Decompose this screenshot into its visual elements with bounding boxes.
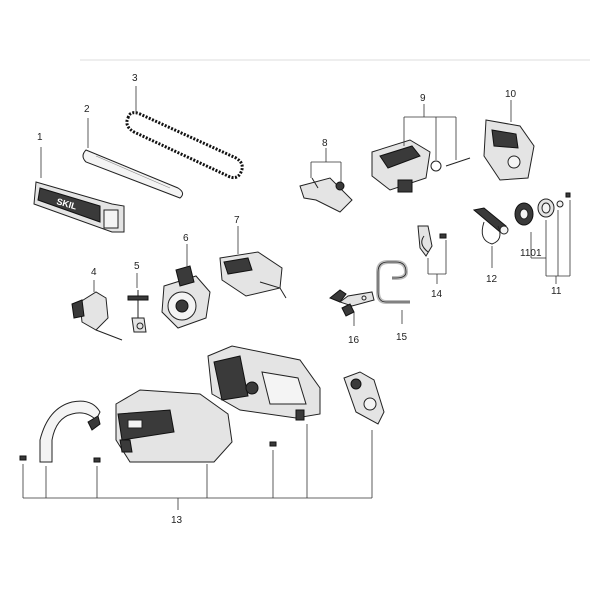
callout-11: 11	[551, 286, 562, 297]
part-2-guide-bar	[82, 149, 184, 199]
part-13-housing-left	[115, 389, 233, 463]
callout-7: 7	[234, 215, 240, 226]
part-4-switch	[71, 291, 123, 341]
part-12-tensioner	[472, 207, 509, 245]
part-3-chain	[125, 111, 244, 180]
callout-8: 8	[322, 138, 328, 149]
callout-13: 13	[171, 515, 183, 526]
part-13-cover-plate	[343, 371, 385, 425]
callout-5: 5	[134, 261, 140, 272]
part-16-wrench	[329, 289, 375, 317]
part-15-wire-hook	[376, 260, 410, 304]
part-10-sprocket-cover	[483, 119, 535, 181]
callout-2: 2	[84, 104, 90, 115]
callout-16: 16	[348, 335, 360, 346]
callout-14: 14	[431, 289, 443, 300]
part-1-bar-cover: SKIL	[33, 181, 125, 233]
callout-1101: 1101	[520, 248, 542, 259]
part-5-brake-linkage	[127, 290, 149, 333]
part-13-front-handle	[39, 400, 101, 463]
callout-6: 6	[183, 233, 189, 244]
callout-1: 1	[37, 132, 43, 143]
part-11-sprocket-set	[514, 192, 571, 226]
callout-15: 15	[396, 332, 408, 343]
callout-4: 4	[91, 267, 97, 278]
callout-10: 10	[505, 89, 517, 100]
callout-12: 12	[486, 274, 498, 285]
part-14-brake-parts	[417, 225, 447, 257]
callout-9: 9	[420, 93, 426, 104]
part-8-lever	[299, 177, 353, 213]
callout-3: 3	[132, 73, 138, 84]
part-13-screws	[19, 441, 277, 463]
part-9-filter-assembly	[371, 139, 471, 193]
part-13-housing-right	[207, 345, 321, 421]
part-6-motor	[161, 265, 211, 329]
part-7-controller	[219, 251, 287, 299]
